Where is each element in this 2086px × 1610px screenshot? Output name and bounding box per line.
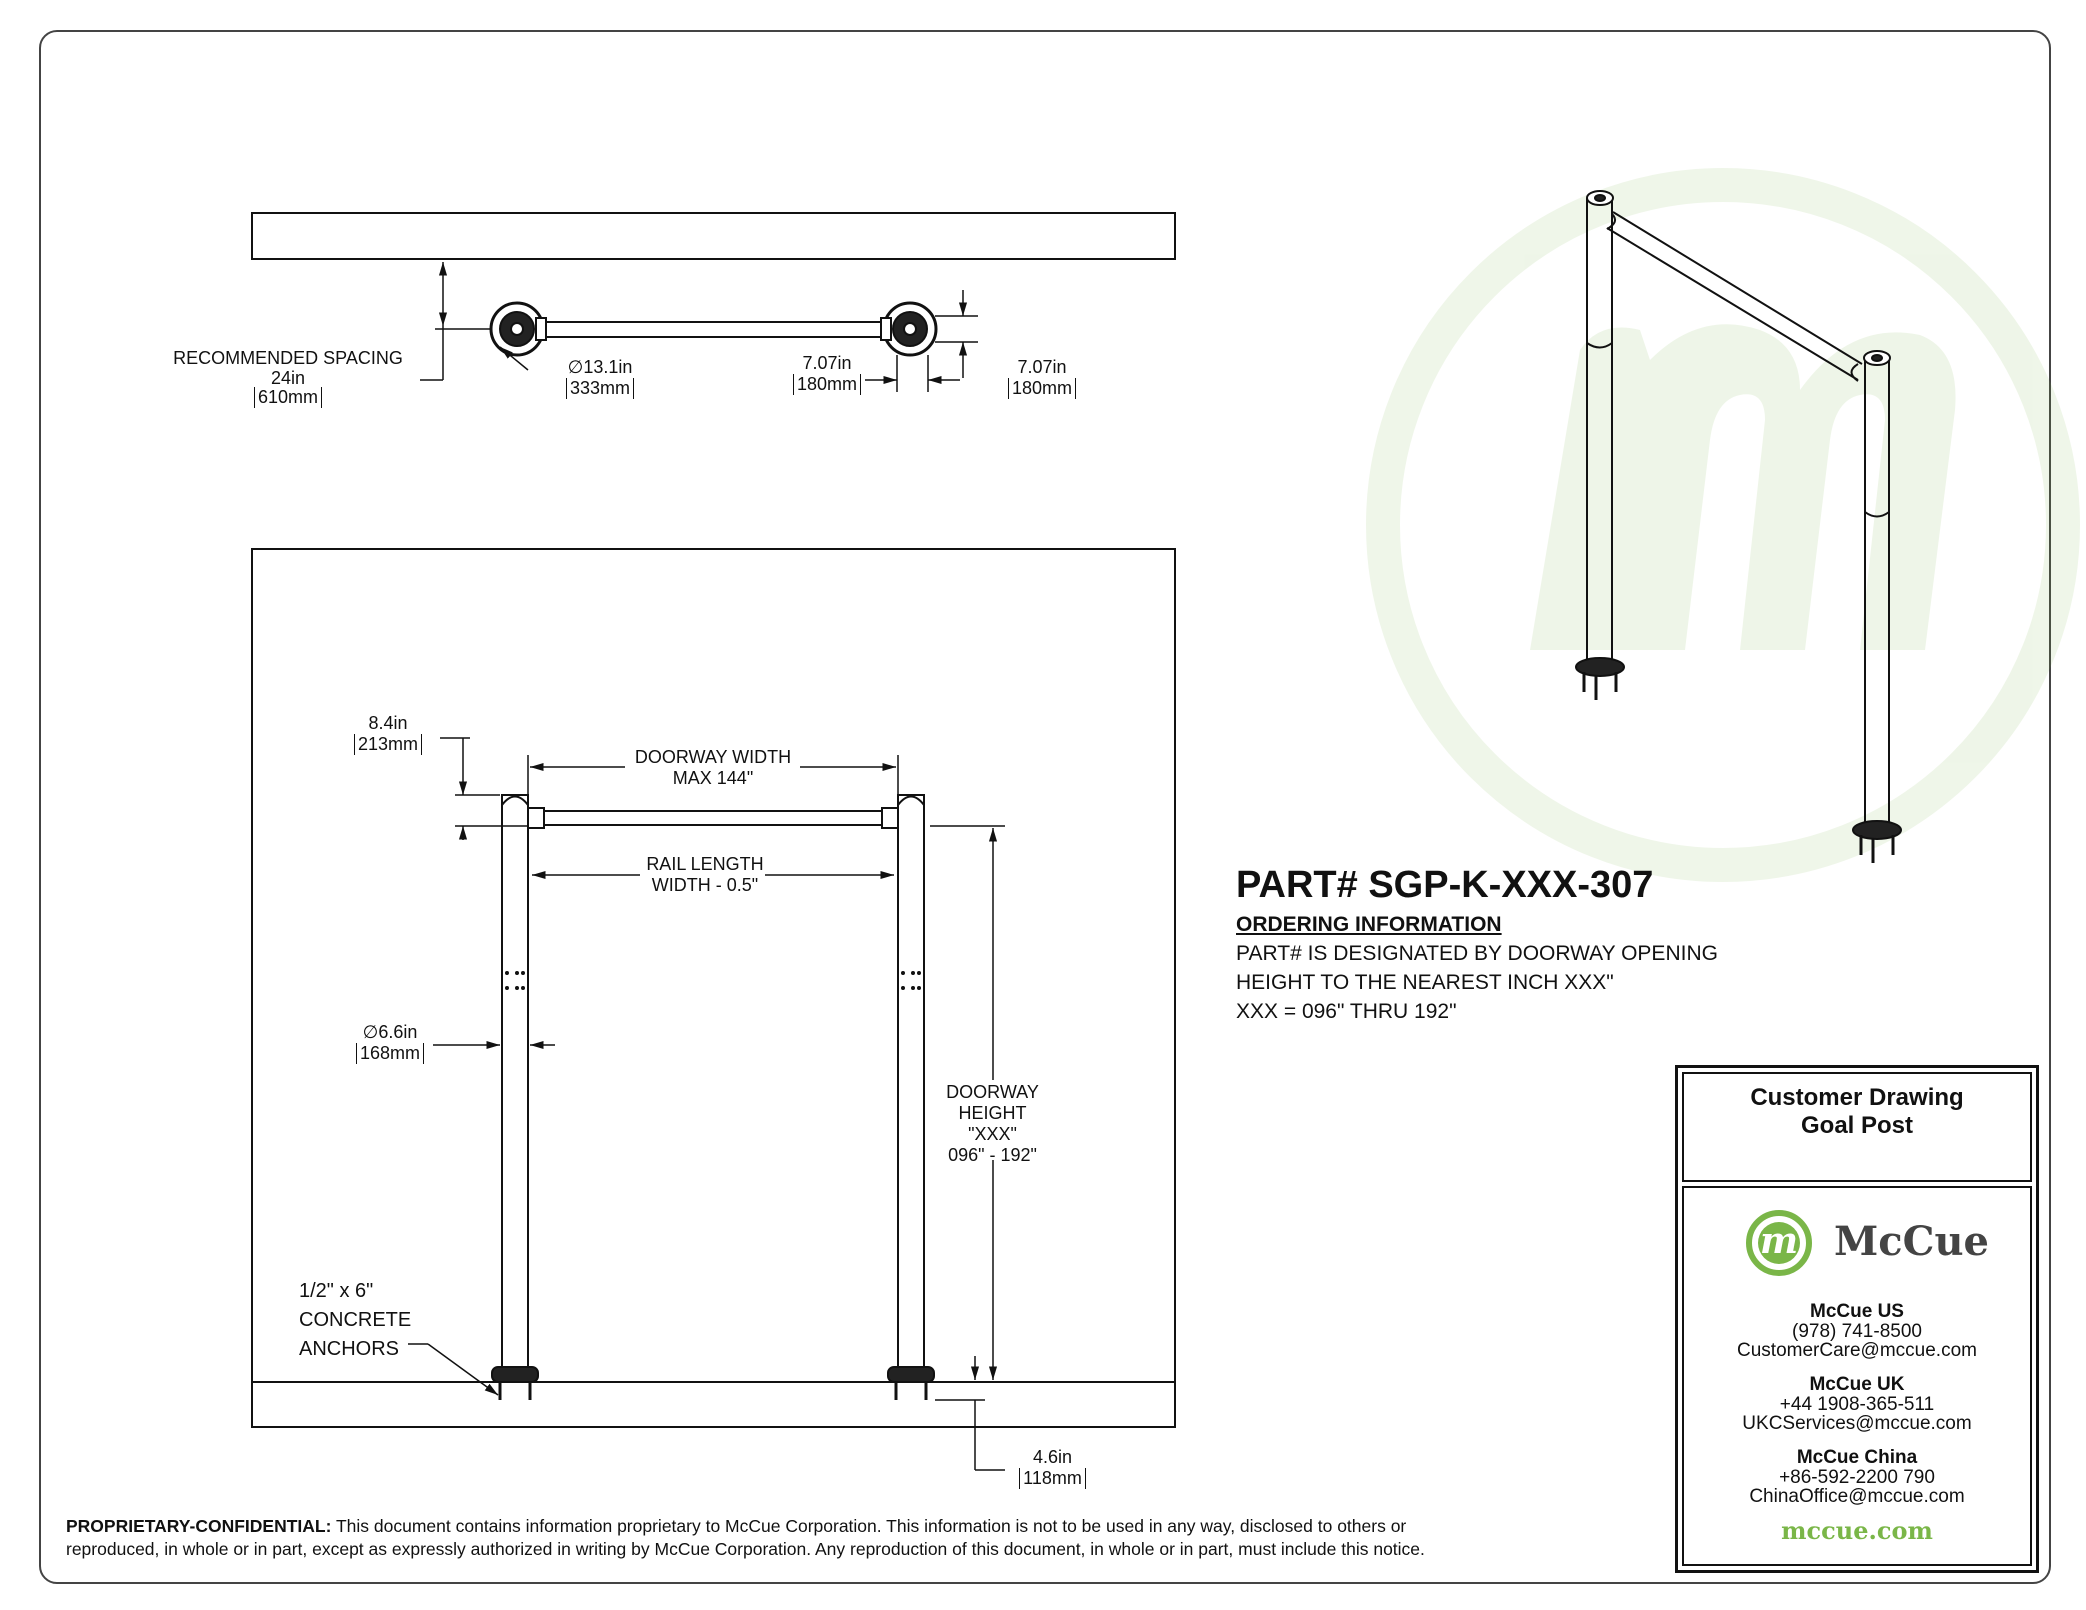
logo-letter: m [1758,1220,1800,1264]
confidential-line-1: This document contains information propr… [331,1516,1407,1536]
part-number: PART# SGP-K-XXX-307 [1236,864,1654,906]
front-view [251,548,1176,1471]
brand-name: McCue [1834,1218,1989,1265]
ordering-line-1: PART# IS DESIGNATED BY DOORWAY OPENING [1236,942,1718,965]
isometric-view [1575,190,1902,863]
base-diameter-label: ∅13.1in 333mm [565,357,635,399]
office-us: McCue US (978) 741-8500 CustomerCare@mcc… [1737,1301,1977,1361]
title-block-heading: Customer Drawing Goal Post [1682,1072,2032,1182]
top-view-base-right [880,301,938,357]
doorway-height-label: DOORWAY HEIGHT "XXX" 096" - 192" [946,1082,1039,1165]
title-block-company: m McCue McCue US (978) 741-8500 Customer… [1682,1186,2032,1566]
confidential-line-2: reproduced, in whole or in part, except … [66,1539,1425,1559]
post-left [501,794,529,1368]
rail-length-label: RAIL LENGTH WIDTH - 0.5" [646,854,764,895]
confidential-label: PROPRIETARY-CONFIDENTIAL: [66,1516,332,1536]
drawing-subtitle: Goal Post [1800,1112,1914,1139]
top-view-wall [251,212,1176,260]
ordering-line-3: XXX = 096" THRU 192" [1236,1000,1457,1023]
drawing-sheet-border [39,30,2051,1584]
office-uk: McCue UK +44 1908-365-511 UKCServices@mc… [1742,1374,1972,1434]
top-view-base-left [489,301,547,357]
offset-a-label: 7.07in 180mm [787,353,867,395]
spacing-label: RECOMMENDED SPACING 24in 610mm [173,348,403,408]
logo-ring-icon: m [1746,1210,1812,1276]
title-block: Customer Drawing Goal Post m McCue McCue… [1675,1065,2039,1573]
watermark-logo [1366,168,2080,882]
rail [527,810,899,826]
post-diameter-label: ∅6.6in 168mm [345,1022,435,1064]
post-right [897,794,925,1368]
brand-logo: m McCue [1684,1188,2030,1300]
drawing-title: Customer Drawing [1750,1084,1964,1111]
ordering-heading: ORDERING INFORMATION [1236,913,1502,936]
anchors-label: 1/2" x 6" CONCRETE ANCHORS [299,1280,412,1360]
ordering-line-2: HEIGHT TO THE NEAREST INCH XXX" [1236,971,1614,994]
top-view [251,212,1176,392]
base-height-label: 4.6in 118mm [1010,1447,1095,1489]
confidential-notice: PROPRIETARY-CONFIDENTIAL: This document … [66,1515,1566,1561]
doorway-width-label: DOORWAY WIDTH MAX 144" [634,747,792,788]
website-link[interactable]: mccue.com [1781,1516,1933,1545]
offset-b-label: 7.07in 180mm [1002,357,1082,399]
rail-offset-label: 8.4in 213mm [343,713,433,755]
front-view-frame [251,548,1176,1428]
office-china: McCue China +86-592-2200 790 ChinaOffice… [1749,1447,1965,1507]
